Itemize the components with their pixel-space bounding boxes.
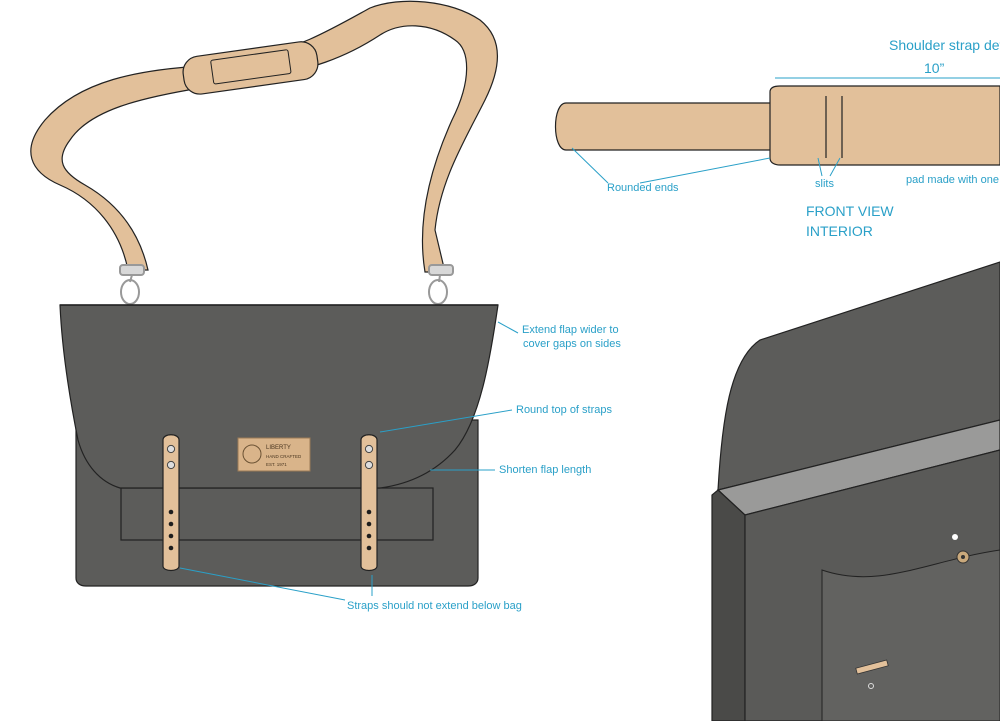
annotation-rounded-ends: Rounded ends: [607, 182, 679, 194]
logo-patch-line2: EST. 1971: [266, 462, 287, 467]
strap-detail: Shoulder strap det 10” Rounded ends slit…: [555, 37, 1000, 239]
annotation-pad-made-with: pad made with one: [906, 174, 999, 186]
annotation-extend-flap-1: Extend flap wider to: [522, 324, 619, 336]
front-strap-right: [360, 434, 378, 572]
annotation-extend-flap-2: cover gaps on sides: [523, 338, 621, 350]
bag-front: LIBERTY HAND CRAFTED EST. 1971: [59, 304, 499, 587]
bag-annotations: Extend flap wider to cover gaps on sides…: [179, 321, 621, 612]
shoulder-pad-patch: [210, 49, 292, 85]
logo-patch: LIBERTY HAND CRAFTED EST. 1971: [237, 437, 311, 472]
shoulder-strap: [30, 0, 499, 305]
strap-length-dimension: 10”: [924, 60, 945, 76]
annotation-slits: slits: [815, 178, 834, 190]
strap-detail-title: Shoulder strap det: [889, 37, 1000, 53]
swivel-clip-right: [428, 264, 454, 305]
interior-view: [711, 261, 1000, 721]
view-label-interior: INTERIOR: [806, 223, 873, 239]
swivel-clip-left: [119, 264, 145, 305]
front-strap-left: [162, 434, 180, 572]
logo-patch-brand: LIBERTY: [266, 445, 291, 451]
annotation-shorten-flap: Shorten flap length: [499, 464, 591, 476]
annotation-round-top-straps: Round top of straps: [516, 404, 613, 416]
annotation-straps-not-extend: Straps should not extend below bag: [347, 600, 522, 612]
logo-patch-line1: HAND CRAFTED: [266, 454, 302, 459]
view-label-front-view: FRONT VIEW: [806, 203, 894, 219]
